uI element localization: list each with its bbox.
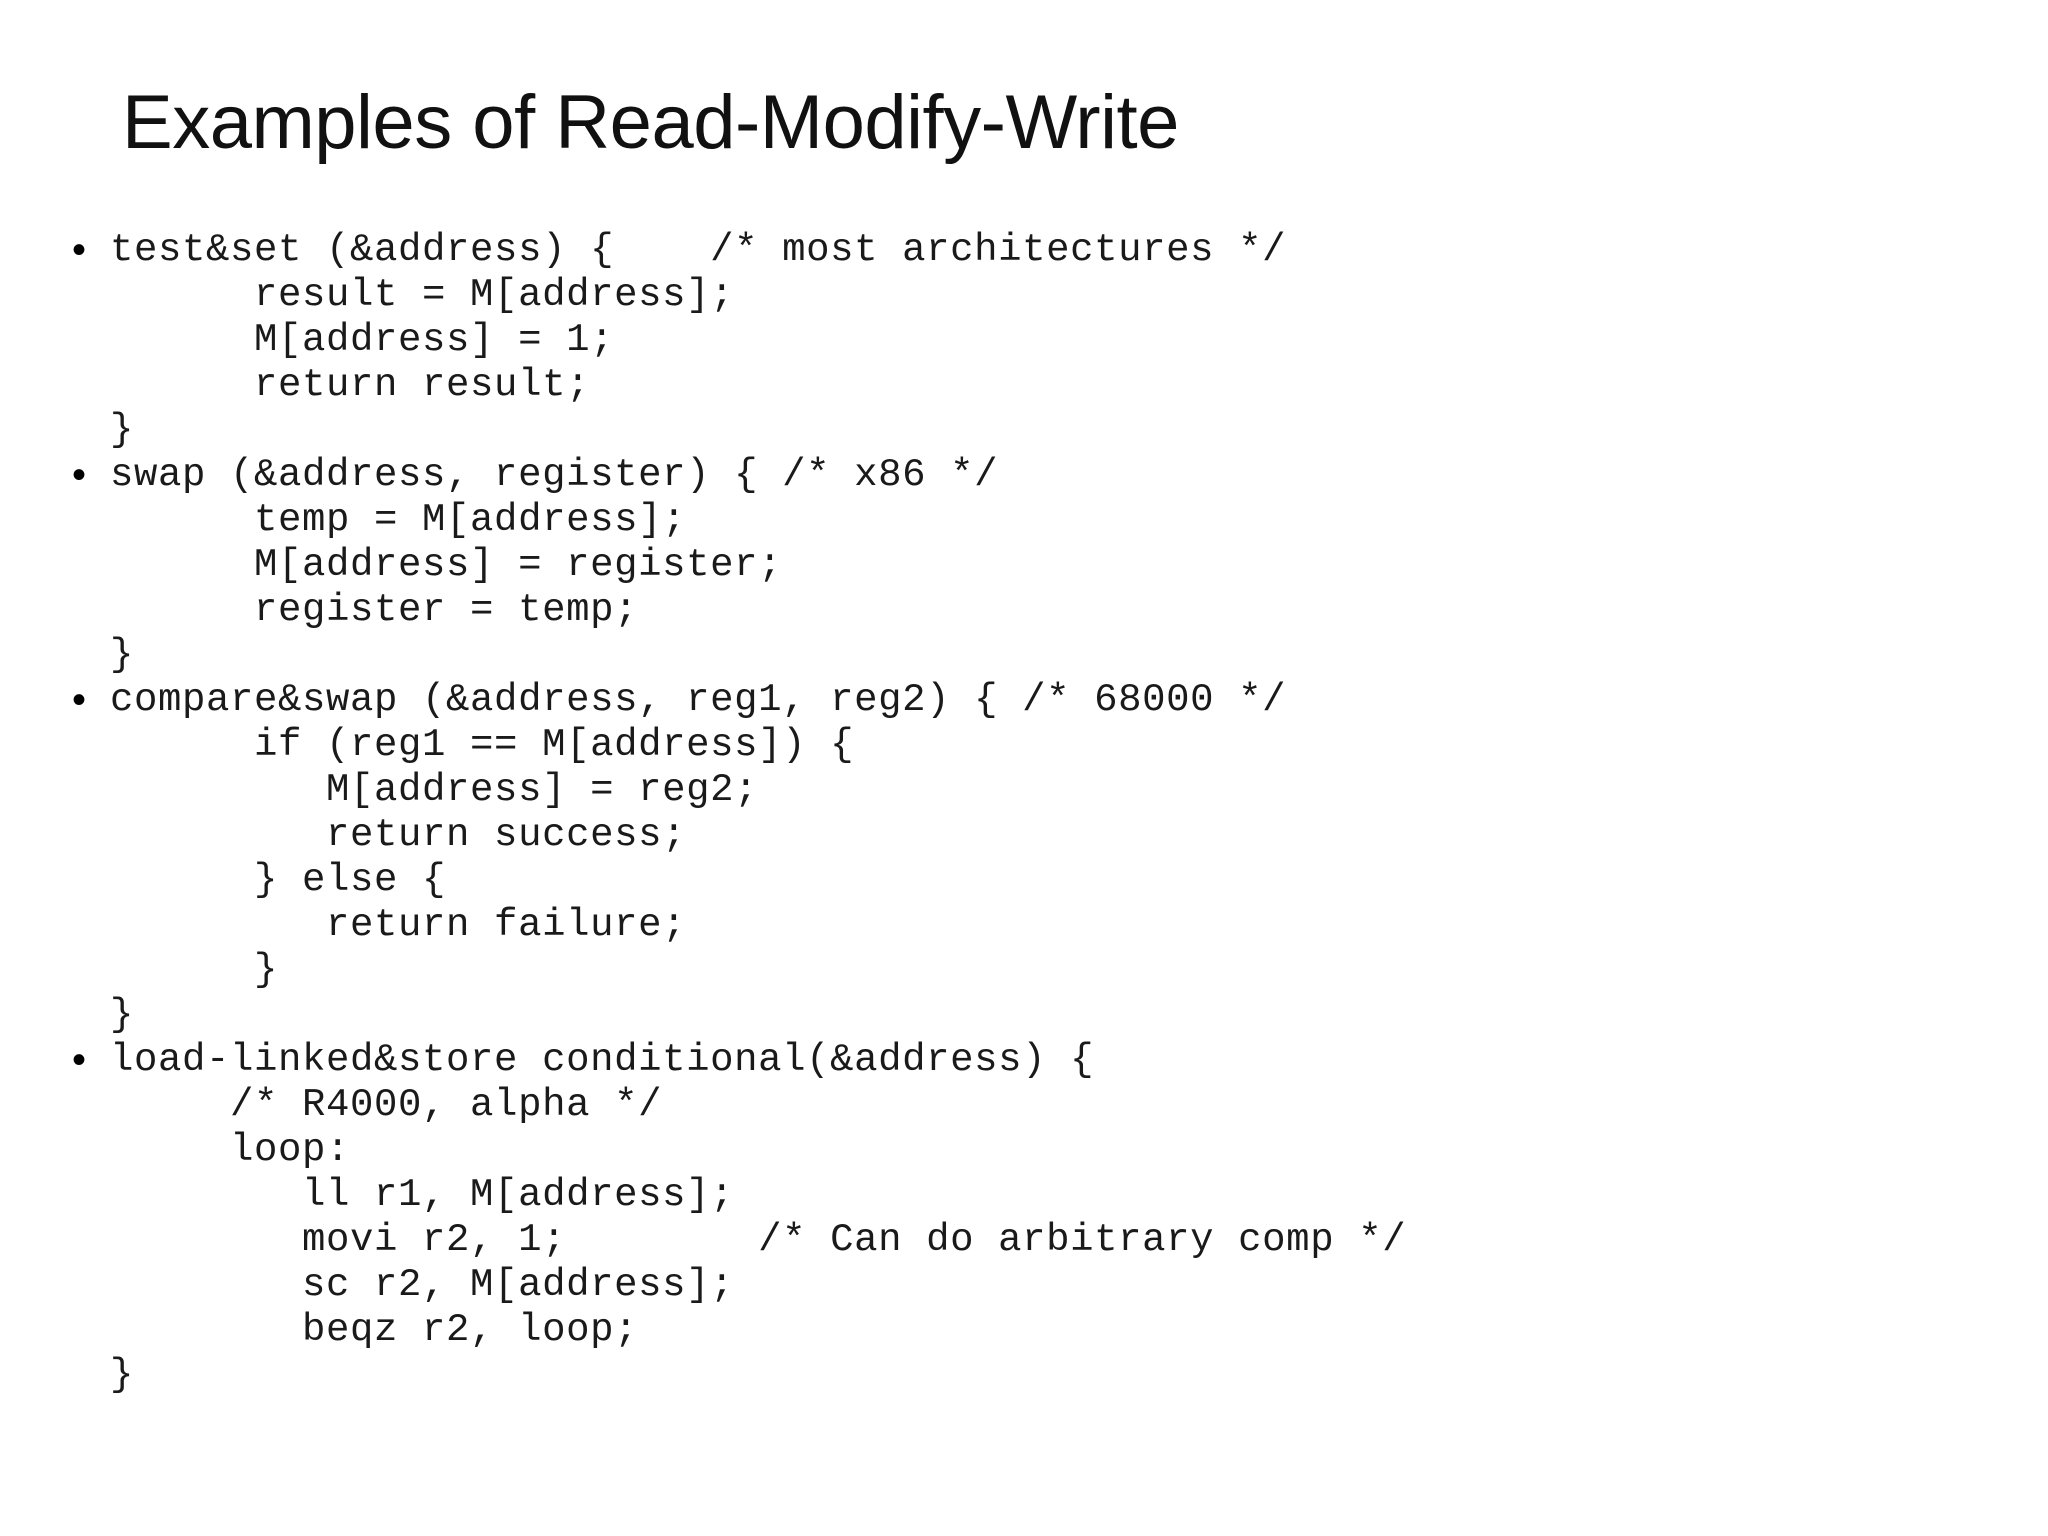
code-line: load-linked&store conditional(&address) … <box>110 1038 1095 1082</box>
code-line: swap (&address, register) { /* x86 */ <box>110 453 999 497</box>
code-line: M[address] = 1; <box>110 318 615 362</box>
code-line: if (reg1 == M[address]) { <box>110 723 855 767</box>
code-line: test&set (&address) { /* most architectu… <box>110 228 1287 272</box>
code-line: movi r2, 1; /* Can do arbitrary comp */ <box>110 1218 1407 1262</box>
code-line: } <box>110 948 279 992</box>
code-line: result = M[address]; <box>110 273 735 317</box>
code-line: M[address] = register; <box>110 543 783 587</box>
bullet-icon: • <box>72 453 87 497</box>
code-line: loop: <box>110 1128 351 1172</box>
bullet-icon: • <box>72 228 87 272</box>
bullet-block-swap: • swap (&address, register) { /* x86 */ … <box>58 453 2018 678</box>
bullet-icon: • <box>72 678 87 722</box>
code-line: sc r2, M[address]; <box>110 1263 735 1307</box>
bullet-block-load-linked-store-conditional: • load-linked&store conditional(&address… <box>58 1038 2018 1398</box>
bullet-block-test-and-set: • test&set (&address) { /* most architec… <box>58 228 2018 453</box>
code-line: M[address] = reg2; <box>110 768 759 812</box>
code-line: beqz r2, loop; <box>110 1308 639 1352</box>
code-line: register = temp; <box>110 588 639 632</box>
code-line: } else { <box>110 858 447 902</box>
bullet-block-compare-and-swap: • compare&swap (&address, reg1, reg2) { … <box>58 678 2018 1038</box>
code-line: } <box>110 408 135 452</box>
slide-body: • test&set (&address) { /* most architec… <box>58 228 2018 1398</box>
code-line: return success; <box>110 813 687 857</box>
code-line: } <box>110 1353 135 1397</box>
page-title: Examples of Read-Modify-Write <box>122 80 1179 165</box>
code-line: } <box>110 993 135 1037</box>
bullet-icon: • <box>72 1038 87 1082</box>
code-line: ll r1, M[address]; <box>110 1173 735 1217</box>
code-line: compare&swap (&address, reg1, reg2) { /*… <box>110 678 1287 722</box>
code-line: return failure; <box>110 903 687 947</box>
code-line: /* R4000, alpha */ <box>110 1083 663 1127</box>
code-line: } <box>110 633 135 677</box>
code-line: temp = M[address]; <box>110 498 687 542</box>
code-line: return result; <box>110 363 591 407</box>
